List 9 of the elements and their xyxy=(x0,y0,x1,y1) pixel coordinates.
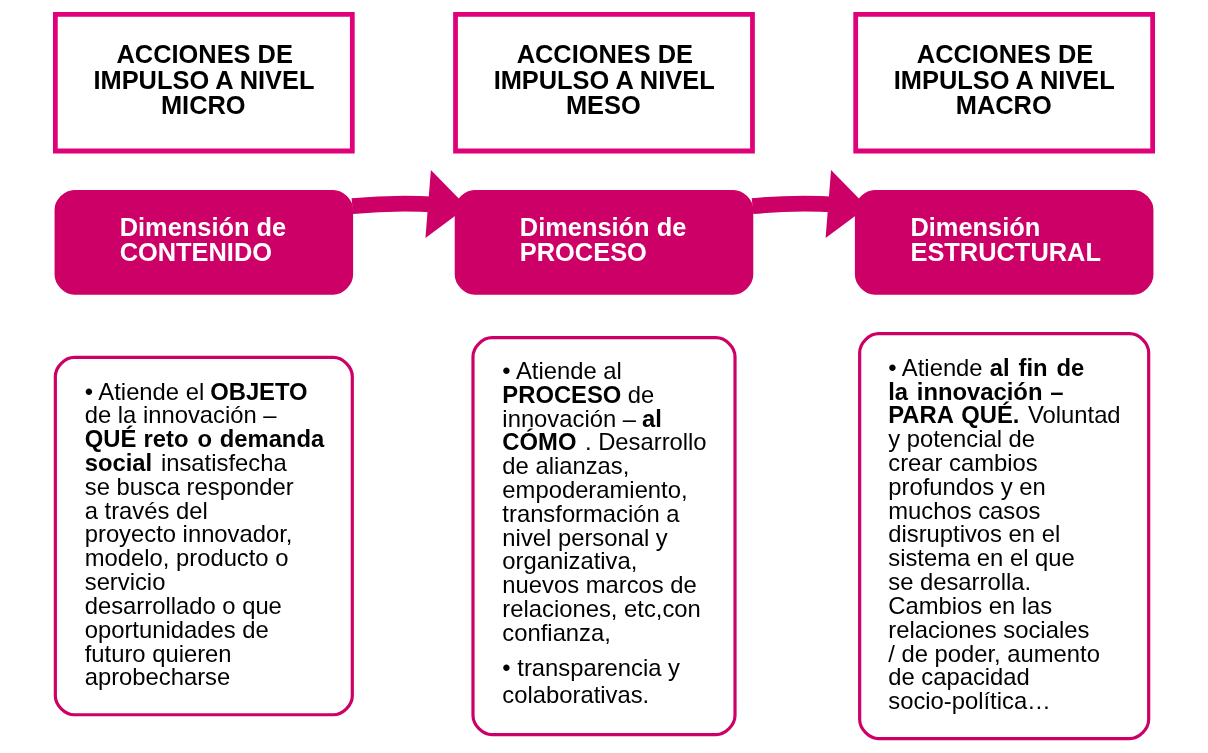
node-box: • Atiende al PROCESO de innovación –al CÓMO. Desarrollo de alianzas, empoderamiento, transformación a nivel personal y organizativa, nuevos marcos de relaciones, etc,con confianza, • transparencia y colaborativas. xyxy=(471,336,737,737)
node-box: Dimensión ESTRUCTURAL xyxy=(854,189,1154,295)
node-box: ACCIONES DE IMPULSO A NIVEL MACRO xyxy=(853,12,1156,154)
node-box: Dimensión de CONTENIDO xyxy=(54,189,354,295)
node-box: • Atiende el OBJETO de la innovación – QUÉ reto o demanda social insatisfecha se busca responder a través del proyecto innovador, modelo, producto o servicio desarrollado o que oportunidades de futuro quieren aprobecharse xyxy=(53,355,354,717)
node-box: Dimensión de PROCESO xyxy=(454,189,754,295)
node-box: ACCIONES DE IMPULSO A NIVEL MICRO xyxy=(52,12,355,154)
node-box: • Atiende al fin de la innovación – PARA QUÉ. Voluntad y potencial de crear cambios profundos y en muchos casos disruptivos en el sistema en el que se desarrolla. Cambios en las relaciones sociales / de poder, aumento de capacidad socio-política… xyxy=(858,332,1151,741)
node-box: ACCIONES DE IMPULSO A NIVEL MESO xyxy=(453,12,755,154)
